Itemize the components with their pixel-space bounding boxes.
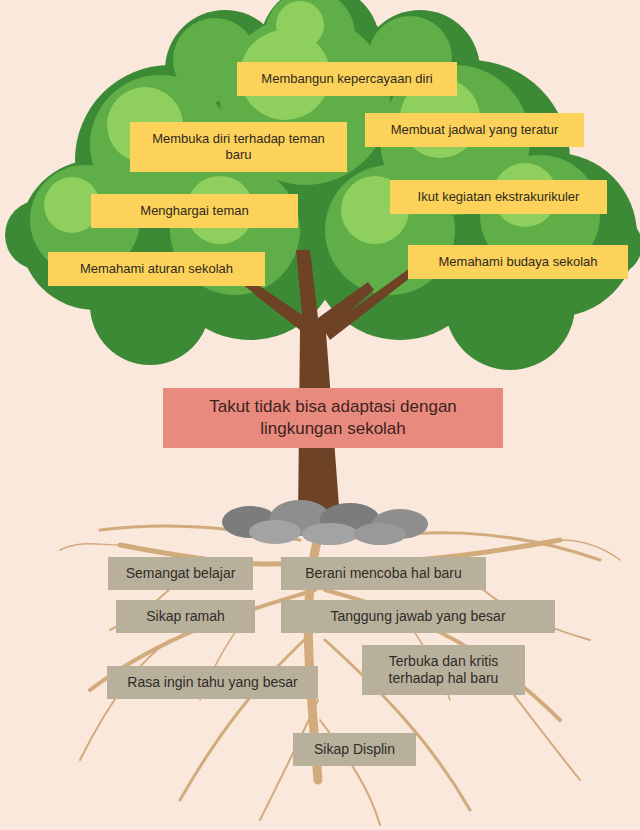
solution-box: Ikut kegiatan ekstrakurikuler bbox=[390, 180, 607, 214]
attitude-box: Terbuka dan kritis terhadap hal baru bbox=[362, 645, 525, 695]
attitude-box: Tanggung jawab yang besar bbox=[281, 600, 555, 633]
canopy bbox=[5, 0, 640, 370]
box-label: Sikap Displin bbox=[314, 741, 395, 758]
box-label: Sikap ramah bbox=[146, 608, 225, 625]
attitude-box: Sikap ramah bbox=[116, 600, 255, 633]
solution-box: Membangun kepercayaan diri bbox=[237, 62, 457, 96]
attitude-box: Sikap Displin bbox=[293, 733, 416, 766]
box-label: Membuat jadwal yang teratur bbox=[391, 122, 559, 138]
box-label: Memahami budaya sekolah bbox=[439, 254, 598, 270]
box-label: Membuka diri terhadap teman baru bbox=[138, 131, 339, 163]
attitude-box: Rasa ingin tahu yang besar bbox=[107, 666, 318, 699]
attitude-box: Semangat belajar bbox=[108, 557, 253, 590]
box-label: Terbuka dan kritis terhadap hal baru bbox=[370, 653, 517, 687]
box-label: Ikut kegiatan ekstrakurikuler bbox=[418, 189, 580, 205]
tree-roots bbox=[60, 526, 620, 825]
solution-box: Menghargai teman bbox=[91, 194, 298, 228]
solution-box: Membuat jadwal yang teratur bbox=[365, 113, 584, 147]
problem-box: Takut tidak bisa adaptasi dengan lingkun… bbox=[163, 388, 503, 448]
box-label: Berani mencoba hal baru bbox=[305, 565, 461, 582]
solution-box: Memahami aturan sekolah bbox=[48, 252, 265, 286]
box-label: Memahami aturan sekolah bbox=[80, 261, 233, 277]
box-label: Takut tidak bisa adaptasi dengan lingkun… bbox=[175, 396, 491, 440]
box-label: Tanggung jawab yang besar bbox=[330, 608, 505, 625]
box-label: Membangun kepercayaan diri bbox=[261, 71, 432, 87]
solution-box: Memahami budaya sekolah bbox=[408, 245, 628, 279]
box-label: Rasa ingin tahu yang besar bbox=[127, 674, 297, 691]
stones bbox=[222, 500, 428, 545]
attitude-box: Berani mencoba hal baru bbox=[281, 557, 486, 590]
solution-box: Membuka diri terhadap teman baru bbox=[130, 122, 347, 172]
tree-trunk bbox=[255, 250, 374, 520]
box-label: Semangat belajar bbox=[126, 565, 236, 582]
box-label: Menghargai teman bbox=[140, 203, 248, 219]
